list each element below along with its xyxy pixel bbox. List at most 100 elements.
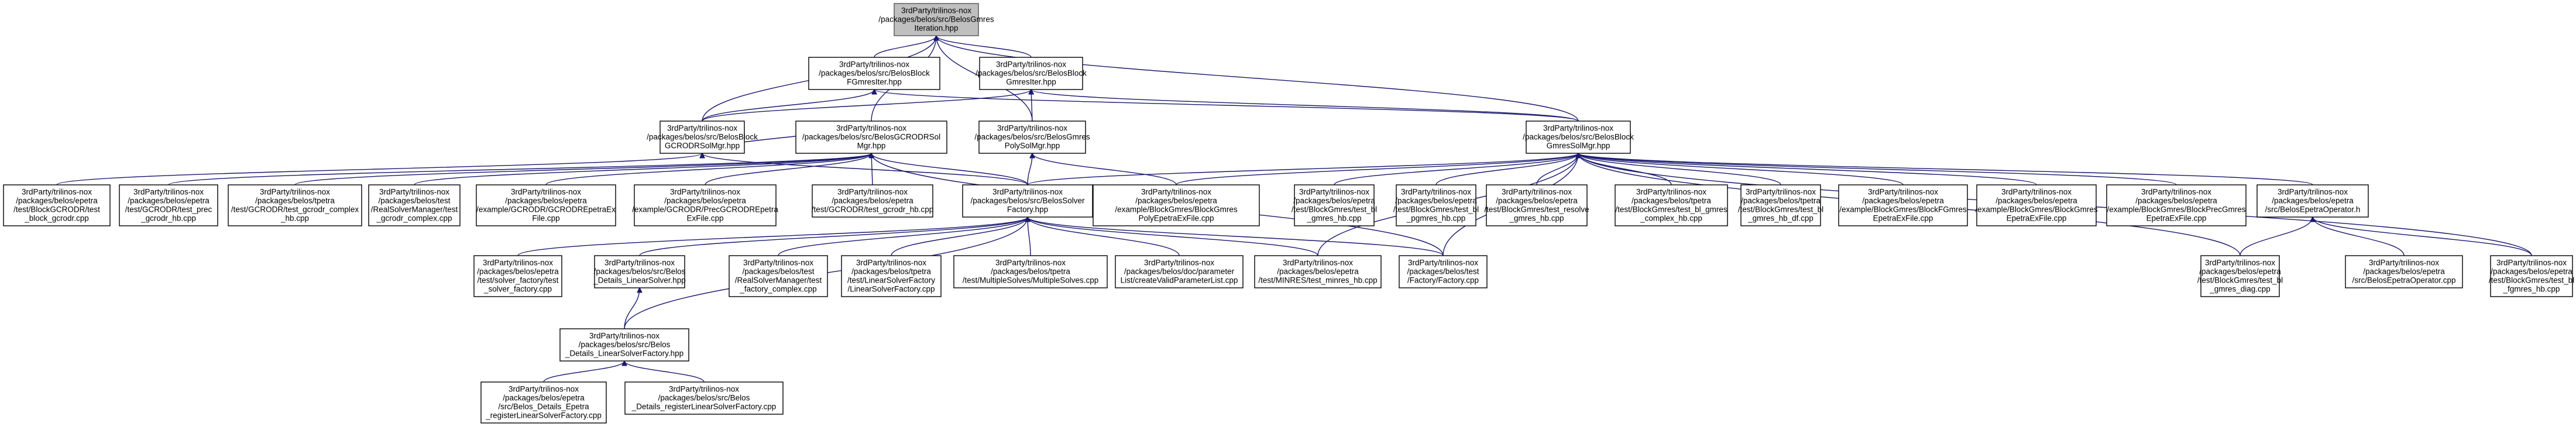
node-box <box>624 381 784 415</box>
node-box <box>962 184 1093 218</box>
node-t4[interactable]: 3rdParty/trilinos-nox/packages/belos/tes… <box>368 184 461 226</box>
node-label-line: 3rdParty/trilinos-nox <box>2001 188 2072 197</box>
node-t10[interactable]: 3rdParty/trilinos-nox/packages/belos/epe… <box>1393 184 1479 226</box>
node-t19[interactable]: 3rdParty/trilinos-nox/packages/belos/tpe… <box>841 255 942 297</box>
edge-t9-to-blockgmressolmgr <box>1334 153 1578 185</box>
node-t16[interactable]: 3rdParty/trilinos-nox/packages/belos/epe… <box>2106 184 2247 226</box>
node-t1[interactable]: 3rdParty/trilinos-nox/packages/belos/epe… <box>3 184 111 226</box>
edge-t20-to-solverfactory <box>1028 217 1031 256</box>
node-t6[interactable]: 3rdParty/trilinos-nox/packages/belos/epe… <box>632 184 778 226</box>
node-label-line: 3rdParty/trilinos-nox <box>1299 188 1369 197</box>
node-t15[interactable]: 3rdParty/trilinos-nox/packages/belos/epe… <box>1975 184 2098 226</box>
node-polysolmgr[interactable]: 3rdParty/trilinos-nox/packages/belos/src… <box>974 121 1090 154</box>
node-label-line: /test/LinearSolverFactory <box>847 276 935 285</box>
node-label-line: /packages/belos/epetra <box>2135 197 2217 205</box>
node-t24[interactable]: 3rdParty/trilinos-nox/packages/belos/epe… <box>2197 255 2283 297</box>
node-t20[interactable]: 3rdParty/trilinos-nox/packages/belos/tpe… <box>953 255 1108 288</box>
node-t21[interactable]: 3rdParty/trilinos-nox/packages/belos/doc… <box>1115 255 1244 288</box>
edge-t8-to-blockgmressolmgr <box>1176 153 1578 185</box>
edge-t6-to-gcrodrsolmgr <box>705 153 871 185</box>
node-t25[interactable]: 3rdParty/trilinos-nox/packages/belos/epe… <box>2345 255 2463 288</box>
node-label-line: 3rdParty/trilinos-nox <box>509 385 579 394</box>
node-gcrodrsolmgr[interactable]: 3rdParty/trilinos-nox/packages/belos/src… <box>795 121 947 154</box>
node-label-line: /packages/belos/epetra <box>128 197 209 205</box>
node-label-line: /packages/belos/src/Belos <box>594 267 686 276</box>
node-t13[interactable]: 3rdParty/trilinos-nox/packages/belos/tpe… <box>1738 184 1823 226</box>
edge-fgmres-to-root <box>874 36 936 58</box>
edge-solverfactory-to-polysolmgr <box>1027 153 1032 185</box>
node-label-line: 3rdParty/trilinos-nox <box>1636 188 1706 197</box>
node-label-line: 3rdParty/trilinos-nox <box>133 188 204 197</box>
node-box <box>808 57 940 90</box>
node-box <box>2490 255 2573 297</box>
edge-details-to-solverfactory <box>639 216 1028 256</box>
node-label-line: /packages/belos/epetra <box>1496 197 1578 205</box>
edge-blockgmressolmgr-to-root <box>936 36 1579 122</box>
node-label-line: 3rdParty/trilinos-nox <box>1868 188 1938 197</box>
node-label-line: _factory_complex.cpp <box>739 285 816 294</box>
node-label-line: /example/BlockGmres/BlockFGmres <box>1839 205 1967 214</box>
node-label-line: /LinearSolverFactory.cpp <box>847 285 935 294</box>
node-solverfactory[interactable]: 3rdParty/trilinos-nox/packages/belos/src… <box>962 184 1093 218</box>
node-box <box>1838 184 1968 226</box>
node-label-line: EpetraExFile.cpp <box>1873 214 1933 223</box>
node-label-line: /packages/belos/epetra <box>664 197 746 205</box>
node-label-line: /Factory/Factory.cpp <box>1407 276 1479 285</box>
node-box <box>2256 184 2369 218</box>
edges-layer <box>56 36 2532 383</box>
edge-t18-to-solverfactory <box>778 217 1028 256</box>
node-blockgmressolmgr[interactable]: 3rdParty/trilinos-nox/packages/belos/src… <box>1523 121 1634 154</box>
node-t12[interactable]: 3rdParty/trilinos-nox/packages/belos/tpe… <box>1615 184 1728 226</box>
edge-t7-to-gcrodrsolmgr <box>871 153 873 185</box>
node-label-line: GmresIter.hpp <box>1006 78 1056 87</box>
node-label-line: 3rdParty/trilinos-nox <box>743 259 813 267</box>
node-label-line: /packages/belos/epetra <box>1135 197 1217 205</box>
node-label-line: /packages/belos/test <box>742 267 814 276</box>
edge-t1-to-blockgcrodr <box>56 153 702 185</box>
node-details[interactable]: 3rdParty/trilinos-nox/packages/belos/src… <box>593 255 686 288</box>
node-label-line: /RealSolverManager/test <box>371 205 458 214</box>
node-box <box>1526 121 1631 154</box>
node-label-line: 3rdParty/trilinos-nox <box>670 188 740 197</box>
node-t9[interactable]: 3rdParty/trilinos-nox/packages/belos/epe… <box>1292 184 1377 226</box>
node-label-line: /packages/belos/epetra <box>1293 197 1375 205</box>
node-label-line: /packages/belos/doc/parameter <box>1124 267 1235 276</box>
node-t7[interactable]: 3rdParty/trilinos-nox/packages/belos/epe… <box>812 184 934 218</box>
node-t26[interactable]: 3rdParty/trilinos-nox/packages/belos/epe… <box>2489 255 2574 297</box>
node-label-line: _Details_registerLinearSolverFactory.cpp <box>631 403 777 411</box>
node-label-line: _pgmres_hb.cpp <box>1406 214 1466 223</box>
node-label-line: EpetraExFile.cpp <box>2146 214 2207 223</box>
node-t27[interactable]: 3rdParty/trilinos-nox/packages/belos/epe… <box>480 381 607 424</box>
node-label-line: 3rdParty/trilinos-nox <box>511 188 581 197</box>
node-epetraop[interactable]: 3rdParty/trilinos-nox/packages/belos/epe… <box>2256 184 2369 218</box>
node-t5[interactable]: 3rdParty/trilinos-nox/packages/belos/epe… <box>476 184 616 226</box>
node-label-line: /packages/belos/src/BelosGmres <box>974 133 1090 142</box>
edge-blockgcrodr-to-blockgmres <box>702 89 1031 122</box>
node-t11[interactable]: 3rdParty/trilinos-nox/packages/belos/epe… <box>1484 184 1589 226</box>
node-t28[interactable]: 3rdParty/trilinos-nox/packages/belos/src… <box>624 381 784 415</box>
node-root[interactable]: 3rdParty/trilinos-nox/packages/belos/src… <box>878 3 994 36</box>
node-fgmres[interactable]: 3rdParty/trilinos-nox/packages/belos/src… <box>808 57 940 90</box>
node-label-line: /packages/belos/epetra <box>1277 267 1359 276</box>
node-t17[interactable]: 3rdParty/trilinos-nox/packages/belos/epe… <box>473 255 562 297</box>
node-t8[interactable]: 3rdParty/trilinos-nox/packages/belos/epe… <box>1093 184 1260 226</box>
node-t2[interactable]: 3rdParty/trilinos-nox/packages/belos/epe… <box>119 184 218 226</box>
node-label-line: /packages/belos/epetra <box>1395 197 1477 205</box>
node-box <box>476 184 616 226</box>
node-blockgmres[interactable]: 3rdParty/trilinos-nox/packages/belos/src… <box>976 57 1087 90</box>
node-t3[interactable]: 3rdParty/trilinos-nox/packages/belos/tpe… <box>228 184 362 226</box>
node-t18[interactable]: 3rdParty/trilinos-nox/packages/belos/tes… <box>729 255 828 297</box>
node-label-line: /packages/belos/epetra <box>505 197 587 205</box>
node-label-line: Factory.hpp <box>1007 205 1048 214</box>
node-label-line: /packages/belos/epetra <box>832 197 913 205</box>
node-t14[interactable]: 3rdParty/trilinos-nox/packages/belos/epe… <box>1838 184 1968 226</box>
node-label-line: 3rdParty/trilinos-nox <box>836 124 906 133</box>
node-t23[interactable]: 3rdParty/trilinos-nox/packages/belos/tes… <box>1399 255 1488 288</box>
node-t22[interactable]: 3rdParty/trilinos-nox/packages/belos/epe… <box>1254 255 1382 288</box>
node-lsfactory[interactable]: 3rdParty/trilinos-nox/packages/belos/src… <box>559 328 689 362</box>
node-label-line: 3rdParty/trilinos-nox <box>667 124 737 133</box>
edge-t19-to-solverfactory <box>891 217 1028 256</box>
node-blockgcrodr[interactable]: 3rdParty/trilinos-nox/packages/belos/src… <box>647 121 758 154</box>
node-label-line: 3rdParty/trilinos-nox <box>2496 259 2567 267</box>
node-label-line: /packages/belos/tpetra <box>991 267 1070 276</box>
